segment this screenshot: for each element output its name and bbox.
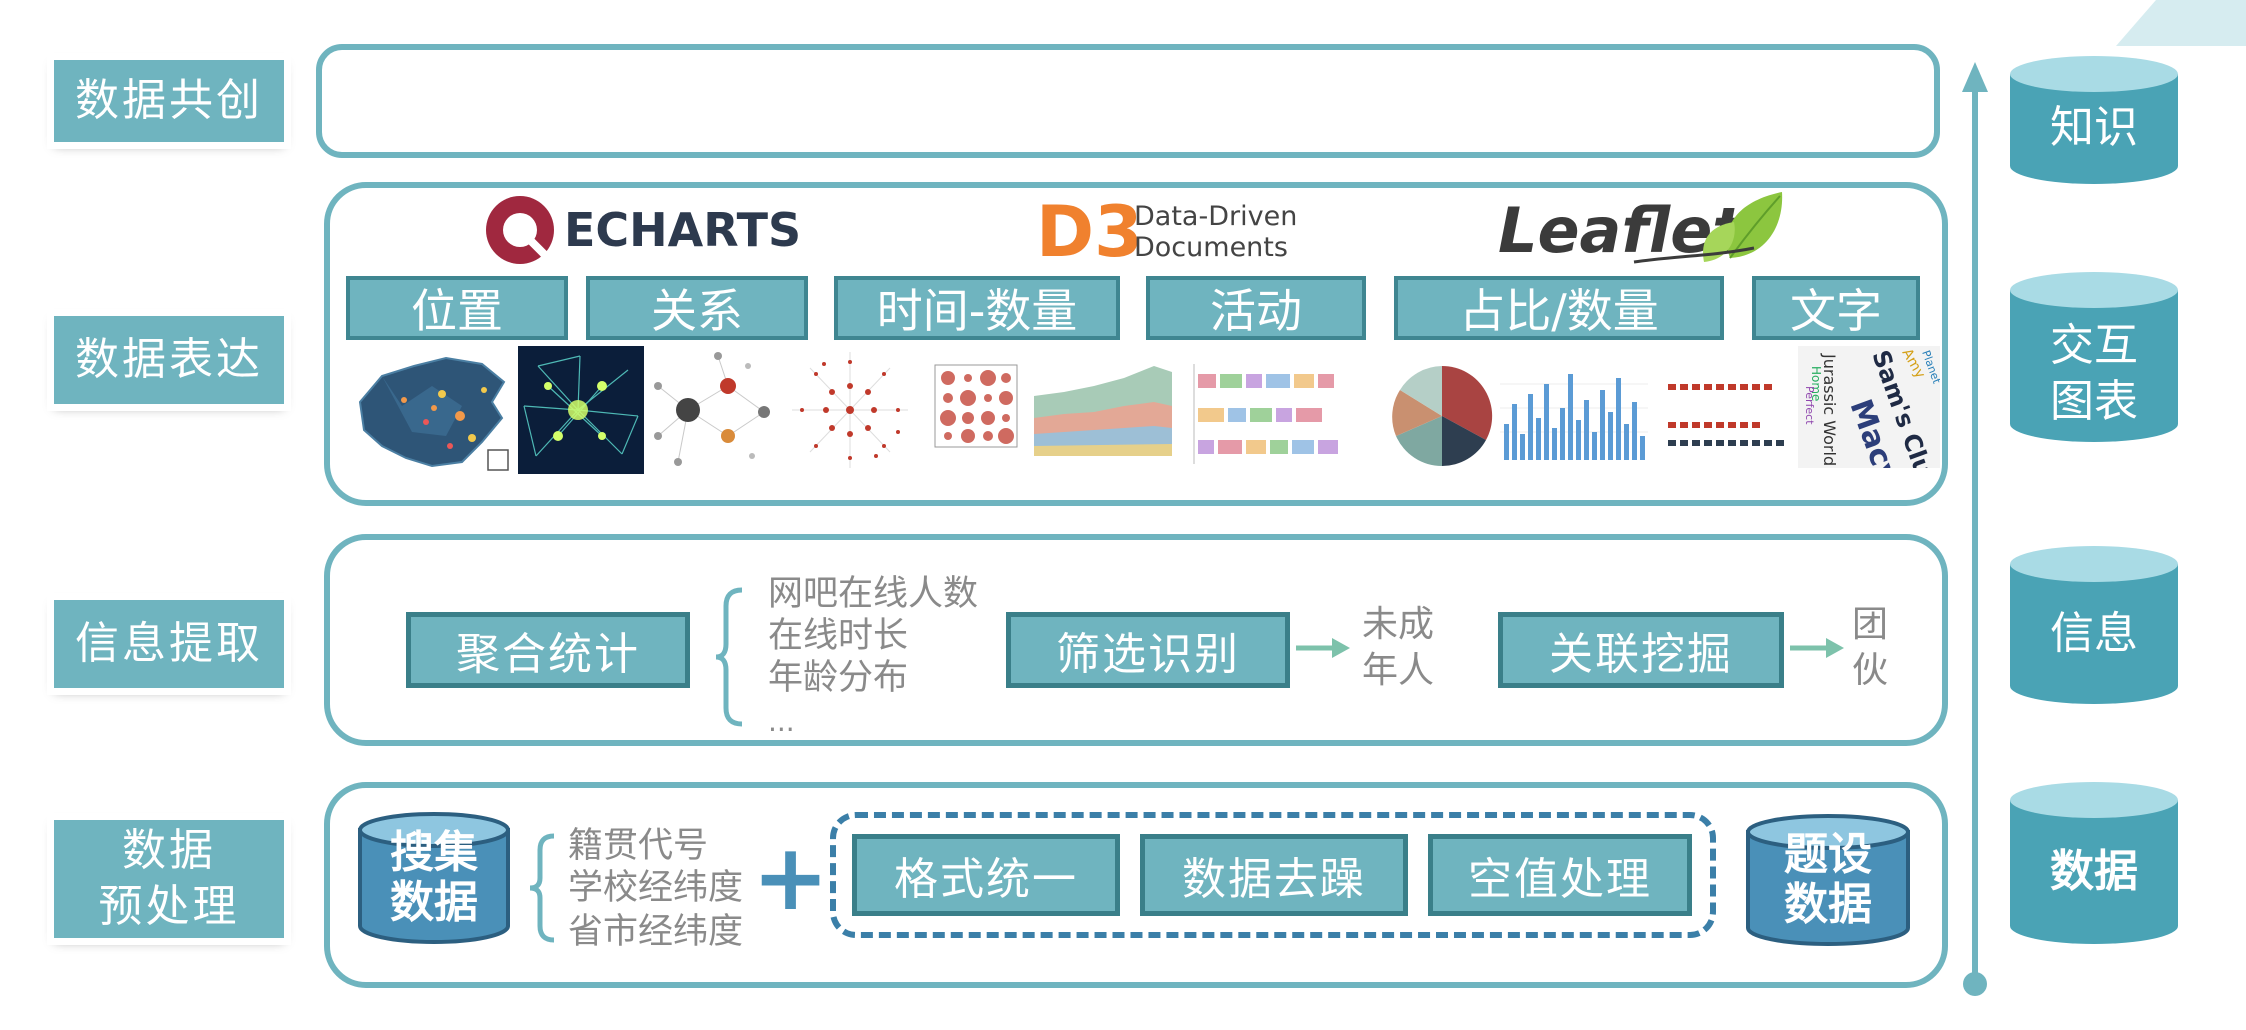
- step-format-unify: 格式统一: [852, 834, 1120, 916]
- layer-knowledge-cylinder: 知识: [2008, 56, 2180, 186]
- thumbnail-china-map: [342, 346, 518, 474]
- association-mining-box: 关联挖掘: [1498, 612, 1784, 688]
- aggregate-statistics-box: 聚合统计: [406, 612, 690, 688]
- collect-item-school-coords: 学校经纬度: [568, 868, 744, 908]
- category-location: 位置: [346, 276, 568, 340]
- result-data-label: 题设 数据: [1784, 829, 1872, 930]
- layer-info-label: 信息: [2050, 608, 2138, 659]
- collect-data-label: 搜集 数据: [390, 827, 478, 928]
- category-time-quantity: 时间-数量: [834, 276, 1120, 340]
- step-null-handling: 空值处理: [1428, 834, 1692, 916]
- echarts-logo-text: ECHARTS: [564, 203, 801, 257]
- result-data-cylinder: 题设 数据: [1744, 814, 1912, 948]
- thumbnail-radial-tree: [780, 346, 920, 474]
- thumbnail-bubble-matrix: [934, 364, 1018, 448]
- wordcloud-word-3: Jurassic World: [1820, 353, 1839, 466]
- d3-logo-line1: Data-Driven: [1134, 201, 1297, 232]
- wordcloud-word-5: Home: [1809, 366, 1823, 401]
- category-activity: 活动: [1146, 276, 1366, 340]
- layer-data-label: 数据: [2050, 846, 2138, 897]
- layer-info-cylinder: 信息: [2008, 546, 2180, 706]
- label-data-expression: 数据表达: [47, 309, 291, 411]
- thumbnail-stream-area: [1034, 356, 1172, 456]
- plus-icon: +: [752, 824, 830, 931]
- thumbnail-force-graph: [648, 346, 774, 474]
- wordcloud-word-6: Perfect: [1803, 386, 1816, 425]
- layer-knowledge-label: 知识: [2050, 102, 2138, 153]
- label-data-cocreate: 数据共创: [47, 53, 291, 149]
- arrow-right-icon: [1788, 636, 1846, 660]
- aggregate-item-online-count: 网吧在线人数: [768, 574, 979, 614]
- thumbnail-word-cloud: Macys Sam's Club Jurassic World Amy Home…: [1798, 346, 1940, 468]
- echarts-logo: ECHARTS: [482, 192, 808, 268]
- collect-data-cylinder: 搜集 数据: [356, 812, 512, 946]
- layer-data-cylinder: 数据: [2008, 782, 2180, 946]
- thumbnail-pie: [1386, 360, 1498, 472]
- label-info-extraction: 信息提取: [47, 593, 291, 695]
- step-denoise: 数据去躁: [1140, 834, 1408, 916]
- thumbnail-gantt: [1186, 364, 1354, 464]
- thumbnail-network-graph: [518, 346, 644, 474]
- thumbnail-icon-array: [1654, 370, 1796, 460]
- corner-decoration: [2116, 0, 2246, 48]
- thumbnail-bar: [1500, 364, 1648, 462]
- upward-arrow: [1960, 60, 1990, 1000]
- aggregate-item-age-distribution: 年龄分布: [768, 658, 909, 698]
- processing-steps-group: [830, 812, 1716, 938]
- collect-item-province-coords: 省市经纬度: [568, 912, 744, 952]
- panel-data-cocreate: [316, 44, 1940, 158]
- label-data-preprocess: 数据 预处理: [47, 813, 291, 945]
- aggregate-item-online-duration: 在线时长: [768, 616, 909, 656]
- layer-interactive-chart-label: 交互 图表: [2050, 320, 2138, 427]
- d3-logo-line2: Documents: [1134, 232, 1288, 263]
- aggregate-bracket: [715, 586, 744, 728]
- arrow-right-icon: [1294, 636, 1352, 660]
- filter-identify-box: 筛选识别: [1006, 612, 1290, 688]
- filter-result-minors: 未成 年人: [1362, 604, 1435, 691]
- collect-item-origin-code: 籍贯代号: [568, 826, 709, 866]
- aggregate-item-ellipsis: ...: [768, 705, 795, 738]
- d3-logo: D3 Data-Driven Documents: [1036, 190, 1306, 273]
- category-relation: 关系: [586, 276, 808, 340]
- layer-interactive-chart-cylinder: 交互 图表: [2008, 272, 2180, 444]
- association-result-gang: 团 伙: [1852, 604, 1889, 691]
- category-text: 文字: [1752, 276, 1920, 340]
- d3-logo-mark: D3: [1036, 191, 1143, 270]
- leaflet-logo: Leaflet: [1494, 186, 1804, 276]
- collect-bracket: [529, 832, 556, 944]
- category-proportion-quantity: 占比/数量: [1394, 276, 1724, 340]
